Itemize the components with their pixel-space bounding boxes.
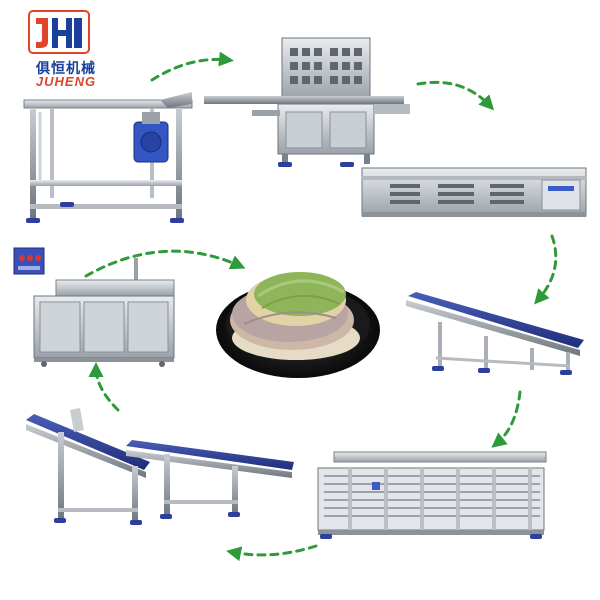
flow-arrows xyxy=(84,51,558,562)
packing-table xyxy=(13,247,175,367)
dough-feeding-machine xyxy=(23,92,193,223)
logo-english-name: JUHENG xyxy=(35,74,97,89)
flow-arrow-2 xyxy=(416,80,495,111)
flow-arrow-3 xyxy=(534,234,558,305)
tortillas-on-plate xyxy=(216,272,380,378)
flow-arrow-5 xyxy=(226,544,318,562)
flow-arrow-6 xyxy=(88,362,120,412)
double-inclined-conveyor xyxy=(26,408,294,525)
inclined-conveyor xyxy=(406,292,584,375)
logo-mark-icon xyxy=(28,10,90,54)
flow-arrow-1 xyxy=(150,51,234,82)
dough-pressing-machine xyxy=(204,37,410,167)
multi-layer-cooling-conveyor xyxy=(317,451,547,539)
flow-arrow-7 xyxy=(84,249,246,278)
baking-oven xyxy=(361,167,587,217)
brand-logo: 俱恒机械 JUHENG xyxy=(18,10,114,90)
flow-arrow-4 xyxy=(491,390,522,448)
logo-chinese-name: 俱恒机械 xyxy=(36,61,96,77)
